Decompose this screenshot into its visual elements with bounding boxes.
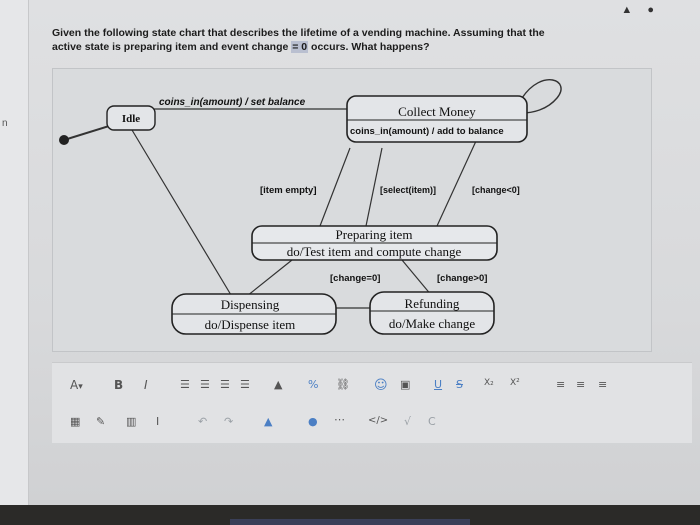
state-refunding — [369, 291, 495, 335]
transition-collect-preparing-2 — [365, 147, 383, 227]
outdent-icon[interactable]: ☰ — [220, 378, 230, 391]
table-icon[interactable]: ▦ — [70, 415, 81, 428]
question-line-1: Given the following state chart that des… — [52, 27, 545, 39]
state-preparing-title: Preparing item — [336, 227, 413, 242]
emoji-icon[interactable]: ☺ — [374, 378, 388, 393]
state-preparing-action: do/Test item and compute change — [287, 244, 462, 259]
label-change-gt0: [change>0] — [437, 273, 487, 284]
undo-icon[interactable]: ↶ — [198, 415, 208, 428]
question-line-2: active state is preparing item and event… — [52, 41, 430, 53]
state-dispensing-action: do/Dispense item — [205, 317, 296, 332]
strikethrough-button[interactable]: S — [456, 378, 463, 391]
refresh-icon[interactable]: C — [428, 415, 436, 428]
state-idle-label: Idle — [122, 113, 140, 125]
transition-collect-preparing-1 — [319, 147, 351, 227]
transition-preparing-refunding — [401, 259, 433, 297]
text-cursor-icon[interactable]: I — [156, 415, 160, 428]
state-collect-action: coins_in(amount) / add to balance — [350, 126, 504, 137]
add-icon[interactable]: ● — [308, 415, 318, 428]
grid-icon[interactable]: ▥ — [126, 415, 137, 428]
underline-button[interactable]: U — [434, 378, 443, 391]
top-right-icons[interactable]: ▲ ● — [621, 4, 660, 16]
code-icon[interactable]: </> — [368, 415, 389, 426]
numbered-list-icon[interactable]: ☰ — [200, 378, 210, 391]
self-loop-collect — [521, 79, 562, 114]
label-item-empty: [item empty] — [260, 185, 316, 196]
state-idle — [106, 105, 156, 131]
initial-state-dot — [59, 135, 69, 145]
label-change-lt0: [change<0] — [472, 185, 520, 195]
state-chart: Idle coins_in(amount) / set balance Coll… — [59, 79, 562, 335]
spellcheck-icon[interactable]: √ — [404, 415, 412, 428]
sidebar-fragment: n — [2, 118, 8, 129]
state-refunding-action: do/Make change — [389, 316, 476, 331]
unlink-icon[interactable]: ⛓ — [336, 378, 350, 391]
indent-icon[interactable]: ☰ — [240, 378, 250, 391]
left-sidebar: n — [0, 0, 29, 525]
redo-icon[interactable]: ↷ — [224, 415, 234, 428]
label-coins-set-balance: coins_in(amount) / set balance — [159, 97, 306, 108]
state-collect-title: Collect Money — [398, 104, 476, 119]
more-icon[interactable]: ⋯ — [334, 413, 345, 426]
puzzle-icon[interactable]: ▲ — [264, 415, 273, 428]
question-text: Given the following state chart that des… — [52, 26, 652, 54]
editor-toolbar: A▾ B I ☰ ☰ ☰ ☰ ▲ % ⛓ ☺ ▣ U S X₂ X² ≡ ≡ ≡… — [52, 362, 692, 443]
superscript-button[interactable]: X² — [510, 378, 520, 388]
bold-button[interactable]: B — [114, 378, 124, 392]
align-right-icon[interactable]: ≡ — [598, 378, 608, 391]
transition-preparing-collect — [436, 127, 483, 227]
italic-button[interactable]: I — [144, 378, 148, 392]
image-icon[interactable]: ▣ — [400, 378, 411, 391]
transition-idle-dispensing — [131, 129, 235, 301]
edit-icon[interactable]: ✎ — [96, 415, 106, 428]
state-refunding-title: Refunding — [405, 296, 460, 311]
media-icon[interactable]: ▲ — [274, 378, 283, 391]
link-icon[interactable]: % — [308, 378, 319, 391]
label-select-item: [select(item)] — [380, 185, 436, 195]
bottom-highlight — [230, 519, 470, 525]
bottom-frame — [0, 505, 700, 525]
bullet-list-icon[interactable]: ☰ — [180, 378, 190, 391]
align-left-icon[interactable]: ≡ — [556, 378, 566, 391]
label-change-eq0: [change=0] — [330, 273, 380, 284]
font-color-button[interactable]: A▾ — [70, 378, 83, 392]
state-collect-money — [346, 95, 528, 143]
state-dispensing-title: Dispensing — [221, 297, 280, 312]
align-center-icon[interactable]: ≡ — [576, 378, 586, 391]
subscript-button[interactable]: X₂ — [484, 378, 494, 388]
